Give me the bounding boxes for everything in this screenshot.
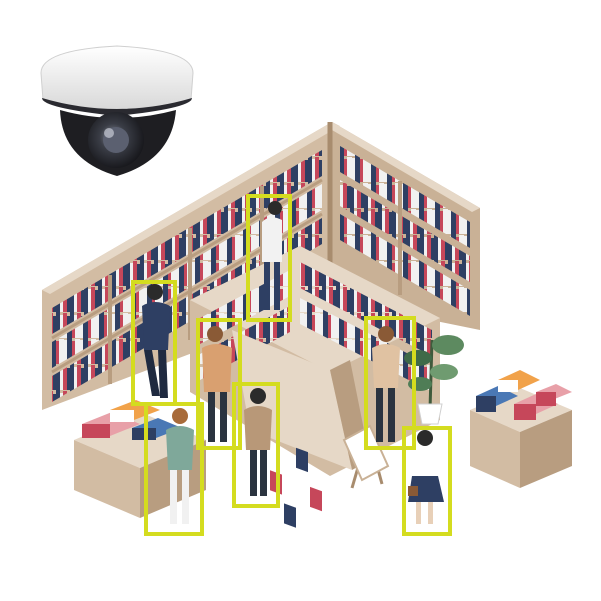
person-5 [244, 388, 272, 496]
shelf-back-right [327, 122, 480, 330]
detection-box [232, 382, 280, 508]
person-4 [166, 408, 194, 524]
detection-box [144, 402, 204, 536]
person-6 [372, 326, 400, 442]
potted-plant [404, 335, 464, 425]
book-table-right [470, 370, 572, 488]
security-camera [40, 45, 194, 176]
person-7 [408, 430, 444, 524]
camera-mount-ring [40, 45, 194, 110]
person-1 [262, 201, 282, 310]
lens-glare-icon [104, 128, 114, 138]
detection-box [402, 426, 452, 536]
person-2 [142, 284, 170, 398]
person-3 [202, 326, 232, 442]
detection-box [364, 316, 416, 450]
detection-boxes [131, 194, 452, 536]
detection-box [246, 194, 292, 322]
